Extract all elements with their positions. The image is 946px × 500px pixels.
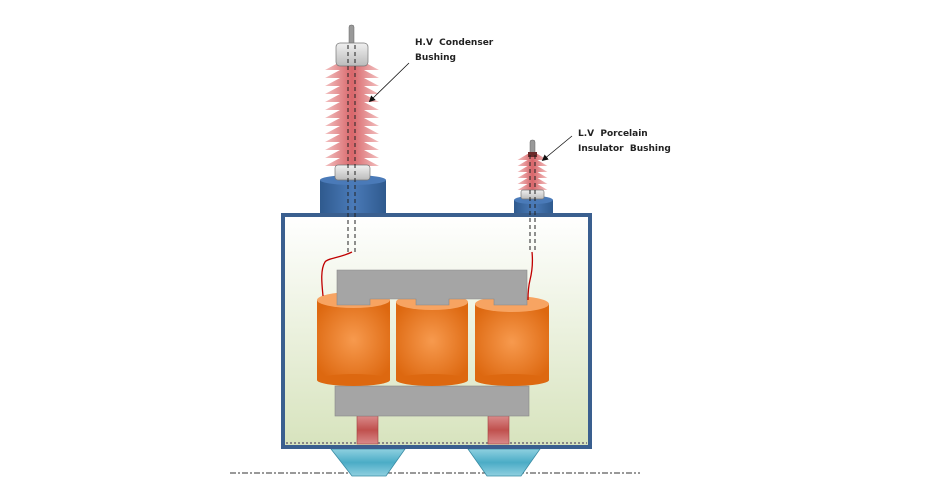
foot-right [467,448,541,477]
insulator-shed [325,86,379,94]
coil-left [317,292,390,386]
coil-right [475,296,549,386]
lv-label-arrow [541,135,573,162]
insulator-shed [325,150,379,158]
insulator-shed [325,126,379,134]
insulator-shed [325,134,379,142]
coil-middle [396,294,468,386]
insulator-shed [517,184,548,190]
insulator-shed [517,166,548,172]
insulator-shed [325,70,379,78]
core-top-yoke [336,269,528,306]
hv-bushing-label-line1: H.V Condenser [415,38,494,48]
core-bottom-yoke [334,385,530,417]
insulator-shed [517,178,548,184]
support-leg-left [356,415,379,445]
insulator-shed [325,94,379,102]
hv-lead-wire [321,251,353,297]
hv-label-arrow [368,62,410,103]
insulator-shed [325,118,379,126]
insulator-shed [325,158,379,166]
hv-bushing-base [320,175,386,216]
lv-bushing-label-line2: Insulator Bushing [578,144,671,154]
hv-condenser-bushing [325,24,379,254]
insulator-shed [325,142,379,150]
insulator-shed [325,78,379,86]
lv-bushing-label-line1: L.V Porcelain [578,129,648,139]
lv-lead-wire [527,251,534,301]
insulator-shed [325,102,379,110]
hv-bushing-label-line2: Bushing [415,53,456,63]
insulator-shed [517,172,548,178]
insulator-shed [325,110,379,118]
insulator-shed [517,160,548,166]
foot-left [330,448,406,477]
lv-porcelain-bushing [517,139,548,252]
support-leg-right [487,415,510,445]
